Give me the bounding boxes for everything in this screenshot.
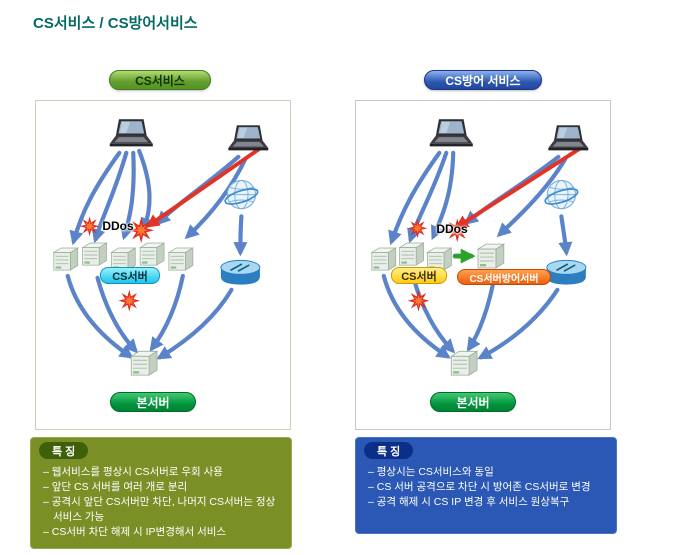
feature-item: – 평상시는 CS서비스와 동일 <box>368 466 494 478</box>
cs-server-icon <box>139 242 165 266</box>
main-server-icon <box>130 350 158 376</box>
ddos-burst-icon <box>407 218 428 239</box>
router-icon <box>545 259 587 286</box>
feature-item: – 공격 해제 시 CS IP 변경 후 서비스 원상복구 <box>368 496 570 508</box>
right-main-server-badge: 본서버 <box>430 392 516 412</box>
feature-item: – 웹서비스를 평상시 CS서버로 우회 사용 <box>43 466 223 478</box>
right-panel-title-badge: CS방어 서비스 <box>424 70 542 90</box>
router-icon <box>220 259 261 286</box>
page-title: CS서비스 / CS방어서비스 <box>33 15 198 32</box>
right-cs-server-badge: CS서버 <box>391 267 447 284</box>
left-features-box: 특 징 – 웹서비스를 평상시 CS서버로 우회 사용 – 앞단 CS 서버를 … <box>30 437 292 549</box>
left-diagram-panel <box>35 100 291 430</box>
blocked-burst-icon <box>118 289 141 312</box>
left-cs-server-badge: CS서버 <box>100 267 160 284</box>
right-diagram <box>371 119 589 376</box>
defense-server-badge: CS서버방어서버 <box>457 269 551 285</box>
client-laptop-icon <box>429 119 473 147</box>
cs-server-icon <box>82 242 107 266</box>
attack-arrow <box>145 146 262 228</box>
main-server-icon <box>450 350 478 376</box>
blocked-burst-icon <box>407 289 430 312</box>
right-features-box: 특 징 – 평상시는 CS서비스와 동일 – CS 서버 공격으로 차단 시 방… <box>355 437 617 534</box>
cs-server-icon <box>168 247 194 271</box>
right-features-title: 특 징 <box>364 442 414 459</box>
left-panel-title-badge: CS서비스 <box>109 70 211 90</box>
left-ddos-label: DDos <box>102 219 134 233</box>
client-laptop-icon <box>109 119 153 147</box>
right-features-list: – 평상시는 CS서비스와 동일 – CS 서버 공격으로 차단 시 방어존 C… <box>368 465 608 510</box>
cs-server-icon <box>53 247 79 271</box>
defense-server-icon <box>477 243 505 269</box>
left-main-server-badge: 본서버 <box>110 392 196 412</box>
attack-arrow <box>454 146 582 229</box>
left-features-list: – 웹서비스를 평상시 CS서버로 우회 사용 – 앞단 CS 서버를 여러 개… <box>43 465 283 540</box>
cs-server-icon <box>371 247 397 271</box>
feature-item: – CS서버 차단 해제 시 IP변경해서 서비스 <box>43 526 227 538</box>
right-ddos-label: DDos <box>436 222 468 236</box>
feature-item: – 공격시 앞단 CS서버만 차단, 나머지 CS서버는 정상 서비스 가능 <box>43 496 276 523</box>
cs-server-icon <box>399 242 425 266</box>
feature-item: – CS 서버 공격으로 차단 시 방어존 CS서버로 변경 <box>368 481 591 493</box>
left-diagram <box>53 119 269 376</box>
right-diagram-panel <box>355 100 611 430</box>
left-features-title: 특 징 <box>39 442 89 459</box>
attacker-laptop-icon <box>548 125 589 151</box>
attacker-laptop-icon <box>228 125 269 151</box>
feature-item: – 앞단 CS 서버를 여러 개로 분리 <box>43 481 188 493</box>
